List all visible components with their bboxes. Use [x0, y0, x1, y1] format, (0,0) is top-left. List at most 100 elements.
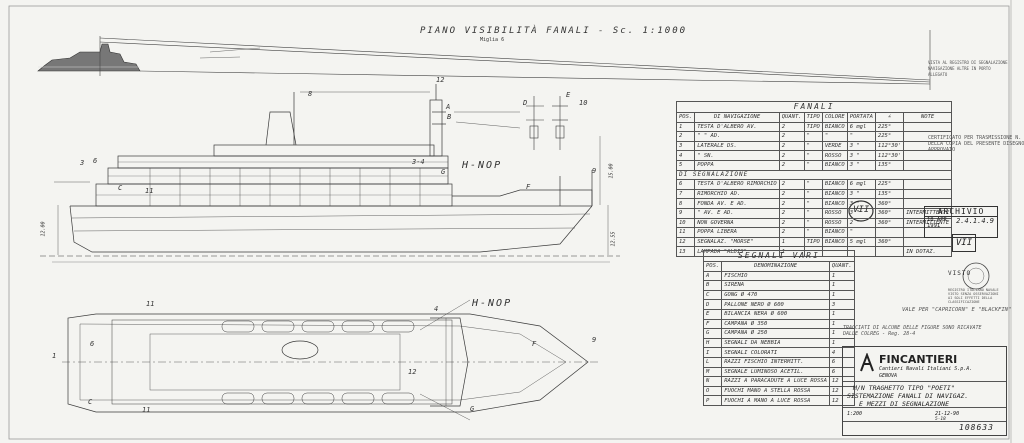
fanali-section-signal: DI SEGNALAZIONE: [675, 169, 953, 181]
table-cell: TESTA D'ALBERO RIMORCHIO: [694, 179, 780, 190]
visibility-plan-title: PIANO VISIBILITÀ FANALI - Sc. 1:1000: [420, 26, 688, 36]
table-cell: ROSSO: [821, 207, 848, 219]
table-cell: 2: [778, 140, 805, 152]
table-cell: " SN.: [694, 150, 780, 161]
profile-label: G: [441, 168, 446, 176]
table-cell: 3 ": [846, 159, 876, 171]
table-cell: 3 ": [846, 188, 876, 200]
table-cell: G: [702, 328, 723, 339]
table-cell: 1: [828, 289, 855, 301]
table-cell: F: [702, 318, 723, 330]
fincantieri-logo-icon: [860, 353, 874, 372]
column-header: DI NAVIGAZIONE: [694, 112, 780, 123]
table-cell: TIPO: [803, 121, 823, 133]
archivio-number: 2.4.1.4.9: [956, 217, 994, 225]
profile-label: F: [526, 183, 531, 191]
table-cell: SEGNALI COLORATI: [721, 347, 830, 358]
table-cell: 360°: [874, 198, 905, 209]
table-cell: [903, 179, 953, 190]
table-cell: 13: [675, 246, 696, 257]
note-approval: CERTIFICATO PER TRASMISSIONE N.DELLA COP…: [928, 135, 1024, 153]
table-cell: IN DOTAZ.: [903, 246, 953, 257]
table-cell: 2: [778, 207, 805, 219]
plan-label: G: [470, 405, 475, 413]
table-cell: NON GOVERNA: [694, 217, 780, 229]
table-cell: 225°: [874, 131, 905, 142]
sheet-reference: 5-18: [935, 417, 946, 422]
table-cell: [903, 121, 953, 133]
table-cell: TIPO: [803, 236, 823, 248]
company-subtitle: Cantieri Navali Italiani S.p.A.: [879, 366, 973, 372]
profile-label: 8: [308, 90, 313, 98]
table-cell: ": [803, 188, 823, 200]
table-cell: 5 mgl: [846, 236, 876, 248]
table-cell: " AV. E AD.: [694, 207, 780, 219]
table-cell: 360°: [874, 207, 905, 219]
table-cell: 1: [828, 270, 855, 282]
table-cell: POPPA LIBERA: [694, 227, 780, 238]
table-cell: 4: [675, 150, 696, 161]
visto-label: VISTO: [948, 270, 972, 277]
table-cell: 135°: [874, 159, 905, 171]
plan-label: F: [532, 340, 537, 348]
table-cell: 2: [778, 227, 805, 238]
table-cell: RAZZI FISCHIO INTERMITT.: [721, 356, 830, 368]
table-cell: ": [803, 131, 823, 142]
fanali-caption: FANALI: [675, 101, 953, 113]
table-cell: BIANCO: [821, 159, 848, 171]
table-cell: 225°: [874, 121, 905, 133]
plan-label: 11: [146, 300, 155, 308]
table-cell: CAMPANA Ø 250: [721, 328, 830, 339]
table-cell: FUOCHI A MANO A LUCE ROSSA: [721, 395, 830, 406]
hnop-label-plan: H-NOP: [472, 298, 513, 309]
table-cell: 12: [828, 395, 855, 406]
table-cell: ": [803, 179, 823, 190]
table-cell: BIANCO: [821, 188, 848, 200]
table-cell: 360°: [874, 217, 905, 229]
table-cell: [874, 227, 905, 238]
table-cell: H: [702, 337, 723, 349]
hnop-label-profile: H-NOP: [462, 160, 503, 171]
table-cell: BIANCO: [821, 179, 848, 190]
table-cell: 5: [675, 159, 696, 171]
lifeboats: [221, 320, 415, 405]
table-cell: ROSSO: [821, 217, 848, 229]
table-cell: P: [702, 395, 723, 406]
column-header: ∠: [874, 112, 905, 123]
table-cell: ": [846, 131, 876, 142]
dim-height-mast: 15.00: [608, 163, 615, 179]
table-cell: N: [702, 376, 723, 387]
table-cell: C: [702, 289, 723, 301]
table-cell: RAZZI A PARACADUTE A LUCE ROSSA: [721, 376, 830, 387]
table-cell: 2: [778, 217, 805, 229]
table-cell: D: [702, 299, 723, 310]
drawing-title-line2: SISTEMAZIONE FANALI DI NAVIGAZ.: [847, 392, 969, 400]
table-cell: E: [702, 308, 723, 320]
table-cell: ": [803, 140, 823, 152]
drawing-date: 21-12-90: [935, 411, 960, 417]
company-name: FINCANTIERI: [879, 353, 958, 366]
drawing-scale: 1:200: [847, 411, 863, 417]
table-cell: 8: [675, 198, 696, 209]
table-cell: O: [702, 385, 723, 397]
archivio-stamp: ARCHIVIO 18 APR 1991 2.4.1.4.9: [924, 206, 998, 238]
table-cell: 112°30': [874, 140, 905, 152]
plan-label: 4: [434, 305, 439, 313]
profile-label: E: [566, 91, 571, 99]
table-cell: ": [803, 198, 823, 209]
archivio-date: 18 APR 1991: [927, 217, 947, 229]
table-cell: 3 ": [846, 150, 876, 161]
table-cell: 2: [778, 198, 805, 209]
